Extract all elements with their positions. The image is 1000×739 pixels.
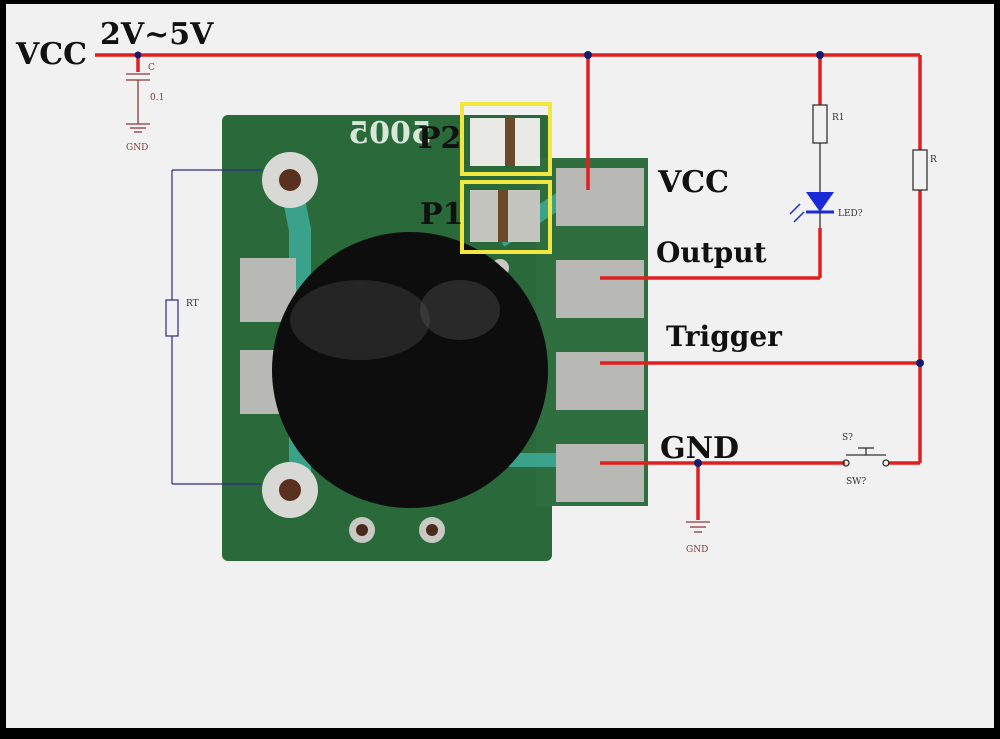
ground-symbol [686,521,710,533]
wires [95,53,922,520]
switch-name-label: SW? [846,477,866,487]
led-label: LED? [838,209,863,219]
cap-value-label: 0.1 [150,93,164,103]
jumper-p2-label: P2 [418,121,461,156]
via-center [356,524,368,536]
led-symbol [789,192,834,228]
junctions [134,51,924,467]
cap-ref-label: C [148,63,155,73]
gnd-label-cap: GND [126,143,148,153]
edge-pad-vcc [556,168,644,226]
edge-pad-output [556,260,644,318]
epoxy-chip [272,232,548,508]
chip-reflection [290,280,430,360]
pin-label-vcc: VCC [657,165,729,200]
gnd-label-bottom: GND [686,545,708,555]
junction-dot [816,51,824,59]
resistor-r [912,149,928,191]
r-label: R [930,155,937,165]
junction-dot [584,51,592,59]
jumper-gap [498,190,508,242]
mounting-hole-center [279,169,301,191]
vcc-supply-label: VCC [15,37,87,72]
pcb-module: 5005 [222,102,648,561]
p1-highlight-box [460,180,552,254]
junction-dot [916,359,924,367]
switch-ref-label: S? [842,433,853,443]
junction-dot [694,459,702,467]
capacitor-c [126,73,150,133]
pin-label-trigger: Trigger [666,320,783,353]
pin-label-gnd: GND [660,431,739,466]
via-center [426,524,438,536]
r1-label: R1 [832,113,845,123]
jumper-p1-label: P1 [420,197,463,232]
edge-pad-trigger [556,352,644,410]
chip-reflection [420,280,500,340]
mounting-hole-center [279,479,301,501]
p2-highlight-box [460,102,552,176]
board-marking: 5005 [348,116,432,151]
pin-label-output: Output [656,236,767,269]
edge-pad-gnd [556,444,644,502]
switch-symbol [842,447,890,467]
junction-dot [134,51,142,59]
voltage-range-label: 2V~5V [100,17,214,52]
rt-label: RT [186,299,199,309]
rt-wiring [165,169,262,485]
jumper-gap [505,118,515,166]
